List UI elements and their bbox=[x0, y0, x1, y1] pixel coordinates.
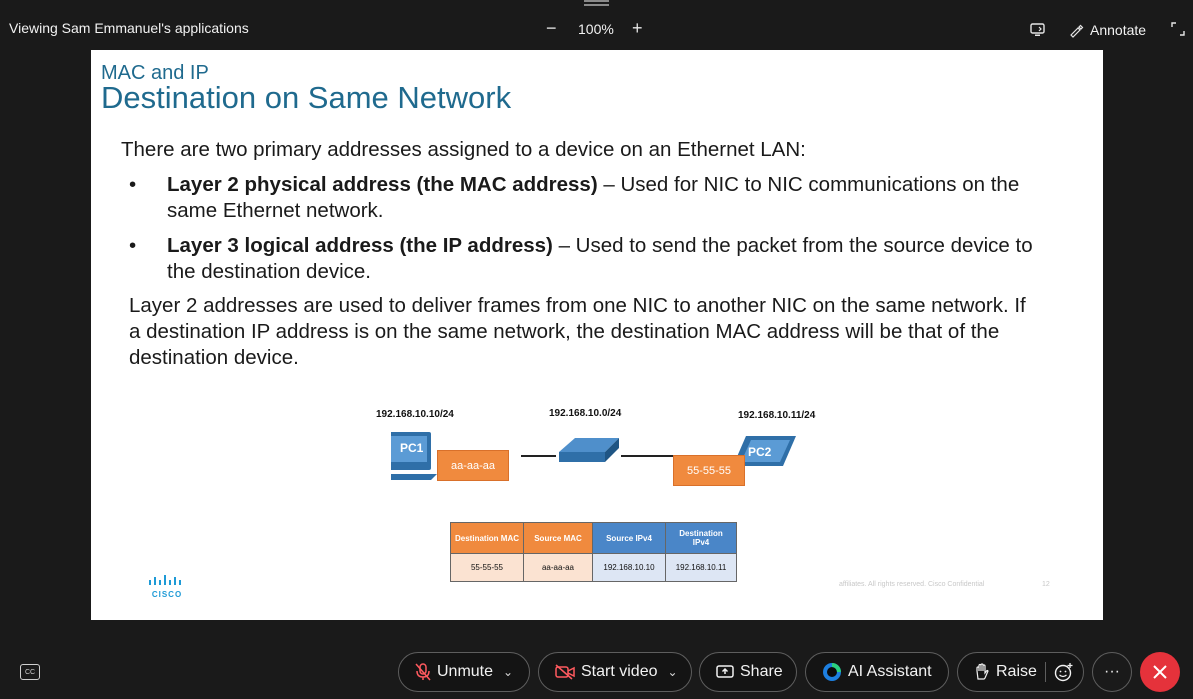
reactions-emoji-icon[interactable] bbox=[1054, 662, 1074, 682]
table-row: 55-55-55 aa-aa-aa 192.168.10.10 192.168.… bbox=[450, 553, 737, 582]
annotate-label: Annotate bbox=[1090, 22, 1147, 38]
more-options-icon: ··· bbox=[1104, 663, 1120, 680]
table-cell: 192.168.10.11 bbox=[665, 553, 737, 582]
bullet-text: – Used to send the packet from the sourc… bbox=[167, 234, 1033, 283]
pc2-mac-box: 55-55-55 bbox=[673, 455, 745, 486]
cc-label: CC bbox=[24, 668, 36, 676]
table-header-destination-mac: Destination MAC bbox=[450, 522, 524, 554]
raise-hand-icon bbox=[976, 663, 989, 680]
table-header-source-mac: Source MAC bbox=[523, 522, 593, 554]
cisco-wordmark: CISCO bbox=[151, 590, 183, 599]
slide-paragraph: Layer 2 addresses are used to deliver fr… bbox=[129, 294, 1026, 369]
screen-options-icon[interactable] bbox=[1030, 22, 1045, 37]
frame-header-table: Destination MAC Source MAC Source IPv4 D… bbox=[450, 522, 737, 582]
unmute-label: Unmute bbox=[437, 663, 494, 680]
pc2-label: PC2 bbox=[748, 445, 772, 459]
bullet-dot: • bbox=[129, 234, 137, 257]
table-cell: aa-aa-aa bbox=[523, 553, 593, 582]
table-cell: 55-55-55 bbox=[450, 553, 524, 582]
cisco-logo: CISCO bbox=[147, 572, 187, 599]
closed-captions-button[interactable]: CC bbox=[20, 664, 40, 680]
slide-body: There are two primary addresses assigned… bbox=[121, 137, 1081, 371]
bullet-heading: Layer 3 logical address (the IP address) bbox=[167, 234, 553, 257]
chevron-down-icon[interactable]: ⌄ bbox=[503, 665, 514, 679]
network-topology-graphic bbox=[391, 432, 796, 480]
raise-hand-button[interactable]: Raise bbox=[957, 652, 1084, 692]
ai-assistant-button[interactable]: AI Assistant bbox=[805, 652, 949, 692]
viewing-label: Viewing Sam Emmanuel's applications bbox=[9, 20, 249, 36]
close-icon bbox=[1153, 665, 1167, 679]
pc2-ip-label: 192.168.10.11/24 bbox=[738, 410, 816, 421]
unmute-button[interactable]: Unmute ⌄ bbox=[398, 652, 530, 692]
bullet-dot: • bbox=[129, 173, 137, 196]
table-header-source-ipv4: Source IPv4 bbox=[592, 522, 666, 554]
more-options-button[interactable]: ··· bbox=[1092, 652, 1132, 692]
raise-label: Raise bbox=[996, 663, 1037, 680]
ai-assistant-icon bbox=[823, 663, 841, 681]
start-video-button[interactable]: Start video ⌄ bbox=[538, 652, 692, 692]
meeting-top-bar: Viewing Sam Emmanuel's applications − 10… bbox=[0, 0, 1193, 50]
pc1-label: PC1 bbox=[400, 441, 424, 455]
microphone-muted-icon bbox=[415, 663, 431, 681]
share-label: Share bbox=[740, 663, 783, 680]
video-off-icon bbox=[555, 664, 575, 680]
bullet-mac-address: • Layer 2 physical address (the MAC addr… bbox=[121, 172, 1057, 224]
slide-title: Destination on Same Network bbox=[101, 80, 512, 115]
table-header-row: Destination MAC Source MAC Source IPv4 D… bbox=[450, 522, 737, 554]
slide-footer: affiliates. All rights reserved. Cisco C… bbox=[839, 581, 985, 588]
start-video-label: Start video bbox=[581, 663, 658, 680]
chevron-down-icon[interactable]: ⌄ bbox=[667, 665, 678, 679]
pc1-ip-label: 192.168.10.10/24 bbox=[376, 409, 454, 420]
bullet-ip-address: • Layer 3 logical address (the IP addres… bbox=[121, 233, 1057, 285]
share-button[interactable]: Share bbox=[699, 652, 797, 692]
cisco-bars-icon bbox=[149, 575, 181, 585]
ai-assistant-label: AI Assistant bbox=[848, 663, 932, 680]
shared-slide: MAC and IP Destination on Same Network T… bbox=[91, 50, 1103, 620]
bullet-heading: Layer 2 physical address (the MAC addres… bbox=[167, 173, 598, 196]
slide-page-number: 12 bbox=[1042, 581, 1050, 588]
drag-handle-icon[interactable] bbox=[584, 0, 609, 8]
network-ip-label: 192.168.10.0/24 bbox=[549, 408, 622, 419]
bullet-text: – Used for NIC to NIC communications on … bbox=[167, 173, 1020, 222]
divider bbox=[1044, 662, 1046, 682]
table-header-destination-ipv4: Destination IPv4 bbox=[665, 522, 737, 554]
leave-meeting-button[interactable] bbox=[1140, 652, 1180, 692]
annotate-button[interactable]: Annotate bbox=[1069, 20, 1146, 40]
zoom-in-button[interactable]: + bbox=[632, 18, 643, 38]
network-diagram: 192.168.10.10/24 192.168.10.0/24 192.168… bbox=[376, 400, 851, 500]
zoom-level: 100% bbox=[578, 21, 614, 37]
pc1-mac-box: aa-aa-aa bbox=[437, 450, 509, 481]
expand-icon[interactable] bbox=[1171, 22, 1185, 36]
slide-intro: There are two primary addresses assigned… bbox=[121, 138, 806, 161]
annotate-pen-icon bbox=[1070, 24, 1084, 38]
table-cell: 192.168.10.10 bbox=[592, 553, 666, 582]
slide-subtitle: MAC and IP bbox=[101, 62, 209, 84]
share-screen-icon bbox=[716, 665, 734, 678]
zoom-out-button[interactable]: − bbox=[546, 18, 557, 38]
